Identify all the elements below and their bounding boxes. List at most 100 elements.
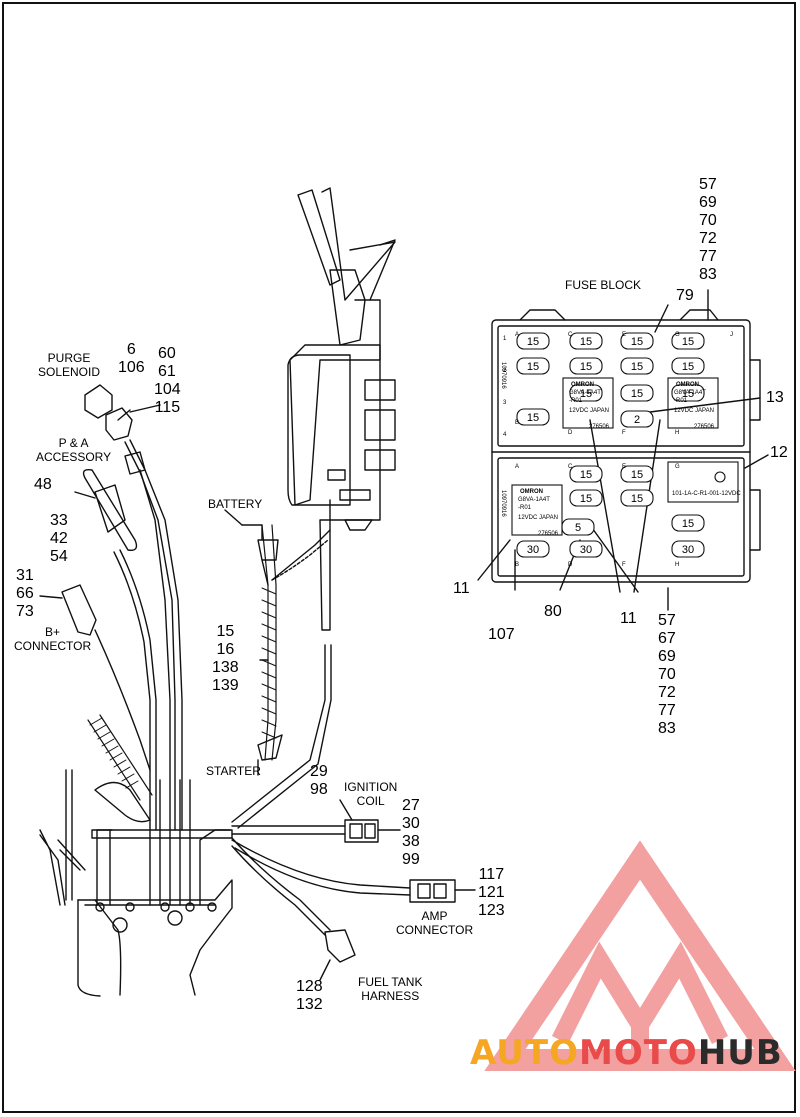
callout-fuse-107: 107 (488, 626, 515, 644)
callout-number: 80 (544, 603, 562, 620)
relay-part-number: 276506 (694, 424, 715, 430)
row-letter: J (730, 332, 733, 338)
fuse-cell: 15 (671, 384, 705, 402)
callout-number: 61 (158, 363, 176, 380)
callout-number: 128 (296, 978, 323, 995)
relay-model: -R01 (674, 398, 688, 404)
fuse-rating: 15 (682, 388, 694, 400)
fuse-shape (516, 408, 550, 426)
fuse-rating: 15 (580, 388, 592, 400)
callout-pa-48: 48 (34, 476, 52, 494)
callout-number: 83 (658, 720, 676, 737)
b-plus-connector-label: B+ CONNECTOR (14, 625, 92, 653)
callout-number: 106 (118, 359, 145, 376)
callout-number: 38 (402, 833, 420, 850)
callout-number: 12 (770, 444, 788, 461)
fuse-shape (516, 332, 550, 350)
row-letter: F (622, 430, 626, 436)
callout-number: 57 (658, 612, 676, 629)
callout-number: 69 (658, 648, 676, 665)
fuse-cell: 15 (671, 514, 705, 532)
fuse-cell: 15 (569, 332, 603, 350)
row-letter: C (568, 332, 573, 338)
row-letter: E (622, 464, 626, 470)
callout-number: 29 (310, 763, 328, 780)
callout-number: 72 (658, 684, 676, 701)
row-letter: A (515, 332, 519, 338)
callout-number: 99 (402, 851, 420, 868)
fuse-rating: 15 (580, 469, 592, 481)
amp-connector-label: AMP CONNECTOR (396, 909, 474, 937)
fuse-cell: 30 (516, 540, 550, 558)
watermark-logo-icon (484, 840, 796, 1071)
row-letter: G (675, 332, 680, 338)
fuse-cell: 15 (620, 357, 654, 375)
fuse-shape (671, 540, 705, 558)
callout-fuse-13: 13 (766, 389, 784, 407)
callout-number: 77 (658, 702, 676, 719)
row-letter: H (675, 430, 679, 436)
relay-brand: OMRON (676, 382, 699, 388)
relay-spec: 12VDC JAPAN (569, 408, 609, 414)
callout-number: 13 (766, 389, 784, 406)
fuse-rating: 15 (631, 469, 643, 481)
callout-number: 123 (478, 902, 505, 919)
callout-fuse-79: 79 (676, 287, 694, 305)
starter-label: STARTER (206, 764, 261, 778)
fuse-cell: 15 (671, 357, 705, 375)
callout-number: 77 (699, 248, 717, 265)
callout-number: 115 (154, 399, 181, 416)
fuse-shape (569, 540, 603, 558)
fuse-block-label: FUSE BLOCK (565, 278, 642, 292)
callout-number: 31 (16, 567, 34, 584)
callout-number: 138 (212, 659, 239, 676)
fuse-cell: 15 (620, 465, 654, 483)
fuse-shape (620, 332, 654, 350)
callout-number: 70 (658, 666, 676, 683)
fuse-rating: 15 (631, 388, 643, 400)
fuse-rating: 15 (580, 361, 592, 373)
diode-text: 101-1A-C-R1-001-12VDC (672, 491, 741, 497)
fuse-cell: 15 (569, 465, 603, 483)
fuse-cell: 15 (569, 489, 603, 507)
callout-fuse-80: 80 (544, 603, 562, 621)
callout-number: 67 (658, 630, 676, 647)
relay-brand: OMRON (520, 489, 543, 495)
side-number: 2 (503, 368, 507, 374)
row-letter: F (622, 562, 626, 568)
relay-model: -R01 (518, 505, 532, 511)
relay-spec: 12VDC JAPAN (518, 515, 558, 521)
row-letter: G (675, 464, 680, 470)
fuse-shape (671, 384, 705, 402)
fuse-shape (671, 332, 705, 350)
callout-number: 104 (154, 381, 181, 398)
callout-number: 11 (453, 580, 470, 597)
fuse-shape (620, 357, 654, 375)
pa-accessory-label: P & A ACCESSORY (36, 436, 112, 464)
fuse-cell: 15 (620, 489, 654, 507)
callout-number: 11 (620, 610, 637, 627)
callout-number: 79 (676, 287, 694, 304)
fuse-shape (569, 465, 603, 483)
relay-part-number: 276506 (538, 531, 559, 537)
fuse-cell: 15 (671, 332, 705, 350)
callout-number: 60 (158, 345, 176, 362)
fuse-shape (671, 357, 705, 375)
fuse-shape (671, 514, 705, 532)
fuse-rating: 2 (634, 414, 640, 426)
callout-number: 30 (402, 815, 420, 832)
